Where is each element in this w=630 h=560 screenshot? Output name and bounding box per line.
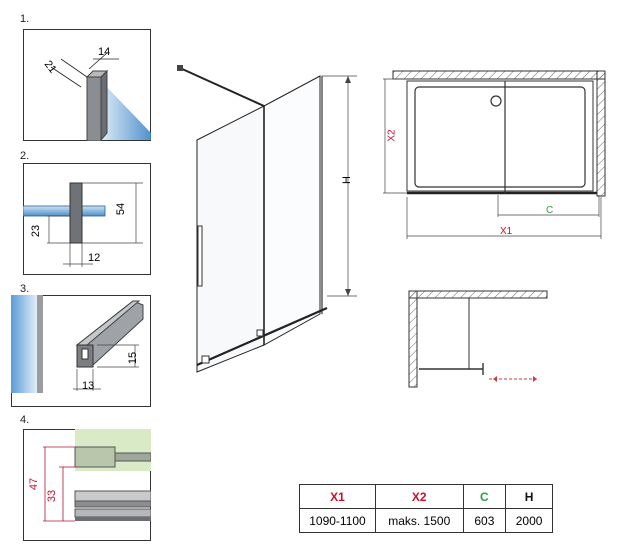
panel-1-label: 1.: [20, 13, 30, 25]
sliding-direction-sketch: [408, 290, 548, 388]
spec-table-header-row: X1 X2 C H: [299, 484, 553, 509]
x1-dimension-label: X1: [500, 226, 513, 237]
panel-3-dim-width: 13: [82, 380, 95, 392]
detail-panel-1: [23, 29, 151, 141]
top-view-plan: [383, 70, 606, 239]
detail-panel-4: [23, 429, 151, 541]
panel-2-dim-width: 12: [88, 252, 101, 264]
spec-table: X1 X2 C H 1090-1100 maks. 1500 603 2000: [299, 484, 553, 533]
detail-panel-3: [11, 295, 151, 407]
spec-value-x1: 1090-1100: [299, 508, 376, 533]
spec-header-h: H: [505, 484, 553, 509]
panel-3-dim-height: 15: [127, 351, 140, 365]
spec-value-x2: maks. 1500: [374, 508, 464, 533]
c-dimension-label: C: [546, 205, 554, 216]
spec-header-x1: X1: [299, 484, 376, 509]
x2-dimension-label: X2: [386, 129, 398, 142]
panel-4-dim-outer: 47: [28, 477, 41, 491]
panel-3-label: 3.: [20, 283, 30, 295]
panel-2-label: 2.: [20, 150, 30, 162]
panel-2-dim-height: 54: [115, 202, 128, 216]
spec-value-h: 2000: [505, 508, 553, 533]
spec-header-c: C: [462, 484, 507, 509]
spec-header-x2: X2: [374, 484, 464, 509]
panel-4-label: 4.: [20, 414, 30, 426]
detail-panel-2: [23, 163, 151, 275]
shower-screen-perspective: [177, 65, 357, 373]
height-dimension-label: H: [340, 176, 353, 184]
spec-table-value-row: 1090-1100 maks. 1500 603 2000: [299, 508, 553, 533]
panel-4-dim-inner: 33: [46, 489, 59, 503]
panel-2-dim-offset: 23: [30, 224, 43, 238]
spec-value-c: 603: [462, 508, 507, 533]
panel-1-dim-b: 14: [98, 46, 111, 58]
